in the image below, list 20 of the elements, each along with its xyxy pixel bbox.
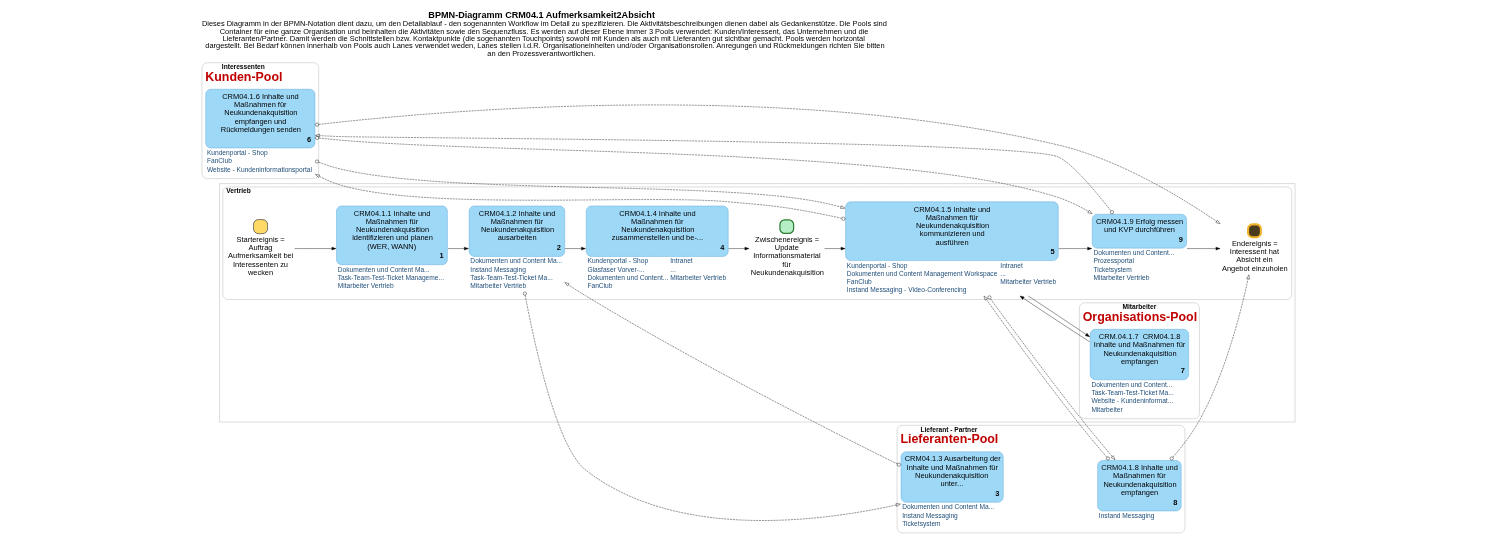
caption: Dieses Diagramm in der BPMN-Notation dient dazu, um den Detailablauf - den sogenannten Workflow im Detail zu spezifizieren. Die Aktivitätsbeschreibungen dienen dabei als Gedankenstütze. Die Pools sind Container für eine ganze Organisation und beinhalten die Aktivitäten sowie den Sequenzfluss. Es werden auf dieser Ebene immer 3 Pools verwendet: Kunden/Interessent, das Unternehmen und die Lieferanten/Partner. Damit werden die Schnittstellen bzw. Kontaktpunkte (die sogenannten Touchpoints) sowohl mit Kunden als auch mit Lieferanten gut sichtbar gemacht. Pools werden horizontal dargestellt. Bei Bedarf können innerhalb von Pools auch Lanes verwendet weden, Lanes stellen i.d.R. Organisationeinheiten und/oder Organisationsrollen. Anregungen und Rückmeldungen richten Sie bitten an den Prozessverantwortlichen. [201, 19, 887, 58]
arrow [1186, 246, 1220, 251]
arrow [727, 246, 749, 251]
arrow [564, 282, 901, 467]
diagram-title: BPMN-Diagramm CRM04.1 Aufmerksamkeit2Absicht [427, 10, 655, 21]
arrow [564, 246, 586, 251]
node-label: Startereignis = Auftrag Aufmerksamkeit bei Interessenten zu wecken [227, 234, 293, 277]
arrow [447, 246, 469, 251]
node-label: Zwischenereignis = Update Informationsmaterial für Neukundenakquisition [750, 234, 824, 277]
arrow [293, 246, 336, 251]
arrow [314, 159, 845, 209]
arrow [522, 291, 901, 521]
arrow [823, 246, 845, 251]
arrow [314, 174, 845, 221]
arrow [1169, 274, 1250, 461]
arrow [1058, 246, 1092, 251]
arrow [1019, 295, 1090, 343]
arrow [314, 104, 1220, 224]
arrow [1027, 295, 1090, 337]
node-label: Endereignis = Interessent hat Absicht ein Angebot einzuholen [1221, 238, 1288, 273]
